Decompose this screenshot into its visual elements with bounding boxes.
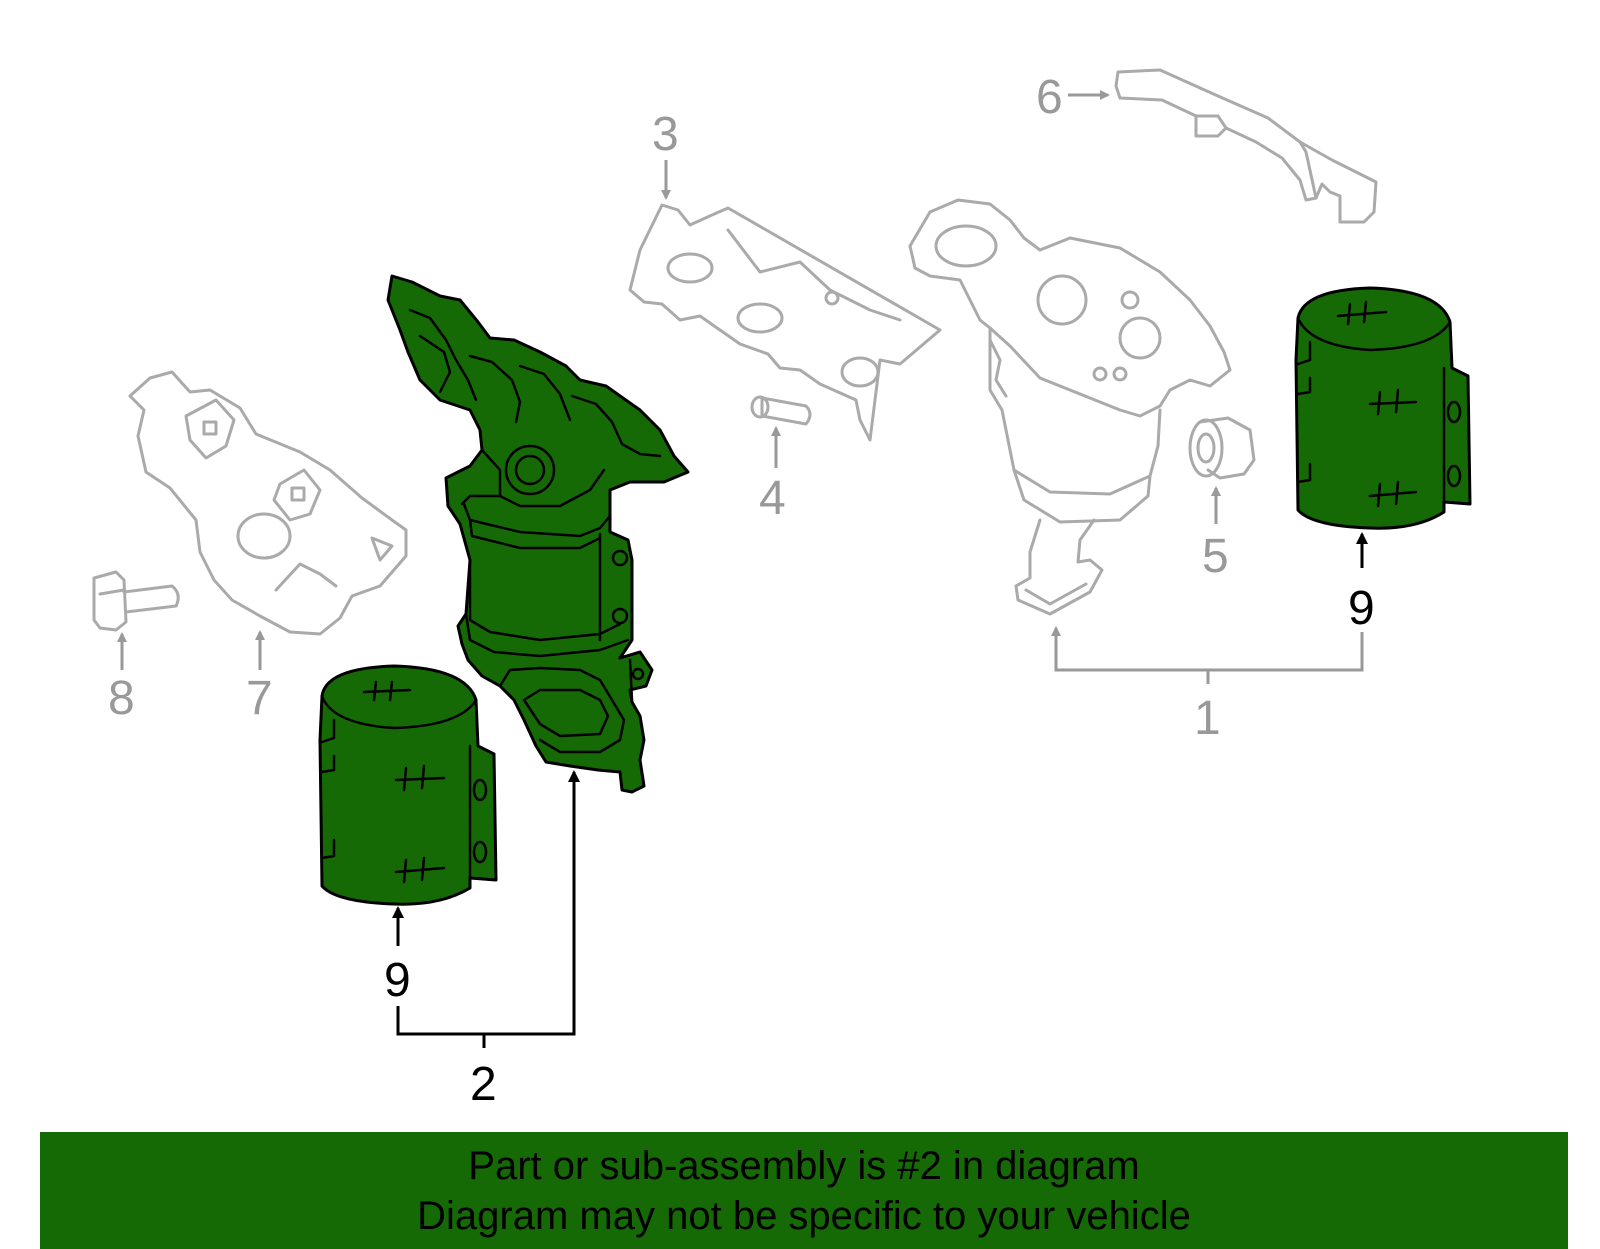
- callout-5: 5: [1202, 486, 1229, 583]
- nut-part-5: [1188, 416, 1256, 480]
- callout-9-right: 9: [1348, 532, 1375, 635]
- callout-5-label: 5: [1202, 530, 1229, 583]
- upper-heat-shield-part-6: [1114, 68, 1378, 224]
- callout-4: 4: [759, 426, 786, 525]
- callout-6-label: 6: [1036, 71, 1063, 124]
- callout-8-label: 8: [108, 672, 135, 725]
- heat-shield-part-9-right: [1294, 286, 1472, 530]
- banner-line-1: Part or sub-assembly is #2 in diagram: [468, 1143, 1140, 1188]
- heat-shield-part-7: [128, 370, 408, 636]
- callout-4-label: 4: [759, 472, 786, 525]
- callout-1: 1: [1051, 626, 1364, 745]
- callout-6: 6: [1036, 71, 1110, 124]
- bolt-part-8: [92, 570, 180, 632]
- manifold-gasket-part-3: [628, 203, 942, 442]
- manifold-converter-part-2: [386, 274, 690, 794]
- heat-shield-part-9-left: [318, 664, 498, 906]
- manifold-converter-part-1: [908, 198, 1232, 616]
- callout-7: 7: [246, 630, 273, 725]
- callout-9-right-label: 9: [1348, 582, 1375, 635]
- callout-2-label: 2: [470, 1058, 497, 1111]
- callout-1-label: 1: [1194, 692, 1221, 745]
- callout-9-left: 9: [384, 906, 411, 1007]
- banner-line-2: Diagram may not be specific to your vehi…: [417, 1193, 1191, 1238]
- callout-8: 8: [108, 632, 135, 725]
- callout-2: 2: [396, 770, 580, 1111]
- callout-3: 3: [652, 108, 679, 200]
- info-banner: Part or sub-assembly is #2 in diagram Di…: [40, 1132, 1568, 1249]
- callout-9-left-label: 9: [384, 954, 411, 1007]
- stud-part-4: [750, 395, 812, 426]
- callout-3-label: 3: [652, 108, 679, 161]
- callout-7-label: 7: [246, 672, 273, 725]
